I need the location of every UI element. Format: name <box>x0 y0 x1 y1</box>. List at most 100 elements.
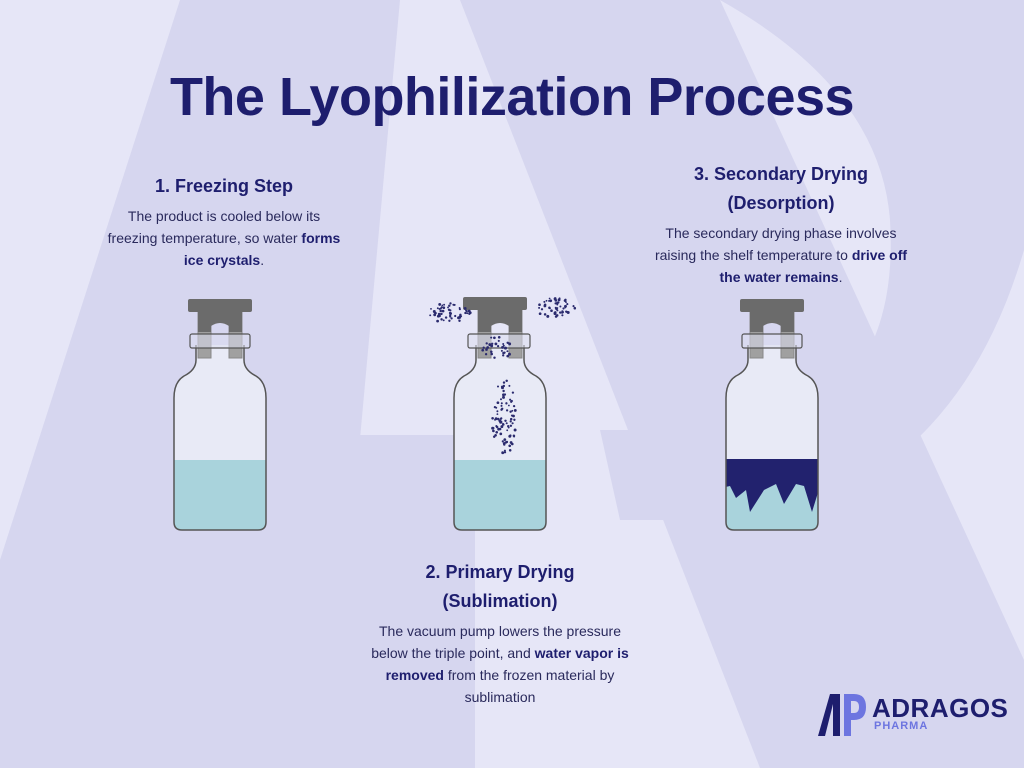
vapor-particle <box>513 428 517 432</box>
vapor-particle <box>497 339 500 342</box>
vapor-particle <box>504 346 508 350</box>
vapor-particle <box>512 415 515 418</box>
step-heading-line: 3. Secondary Drying <box>693 164 869 184</box>
vapor-particle <box>499 420 503 424</box>
vapor-particle <box>485 342 488 345</box>
vapor-particle <box>501 346 504 349</box>
vapor-particle <box>438 302 442 306</box>
step-text-bold: drive off the water remains <box>719 247 908 285</box>
vapor-particle <box>452 303 455 306</box>
vapor-particle <box>463 306 467 310</box>
vapor-particle <box>501 451 505 455</box>
vapor-particle <box>508 342 512 346</box>
vapor-particle <box>496 344 500 348</box>
vapor-particle <box>447 306 449 309</box>
vapor-particle <box>561 314 564 317</box>
step-secondary-drying: 3. Secondary Drying(Desorption) The seco… <box>652 160 910 288</box>
vapor-particle <box>507 426 510 429</box>
vapor-particle <box>484 353 488 356</box>
vapor-particle <box>502 344 505 347</box>
vapor-particle <box>500 402 503 405</box>
vapor-particle <box>505 402 508 405</box>
vapor-particle <box>460 315 463 318</box>
vapor-particle <box>494 417 498 421</box>
vapor-particle <box>490 352 493 356</box>
vapor-particle <box>481 348 485 352</box>
vapor-particle <box>439 307 442 310</box>
vapor-particle <box>493 405 497 409</box>
company-logo: ADRAGOS PHARMA <box>816 690 1009 740</box>
vapor-particle <box>458 319 461 323</box>
vapor-particle <box>503 438 507 441</box>
vapor-particle <box>504 451 507 454</box>
vapor-particle <box>448 319 451 322</box>
vapor-particle <box>496 401 500 405</box>
vapor-particle <box>496 385 500 388</box>
vapor-particle <box>511 391 515 394</box>
vapor-particle <box>443 303 446 306</box>
vapor-particle <box>494 342 498 346</box>
vapor-particle <box>556 303 559 306</box>
vapor-particle <box>436 319 439 323</box>
vial-cap <box>463 297 527 310</box>
vapor-particle <box>562 307 565 310</box>
vapor-particle <box>556 309 559 312</box>
vapor-particle <box>496 413 499 416</box>
vapor-particle <box>504 419 507 423</box>
vapor-particle <box>500 398 502 401</box>
step-primary-drying: 2. Primary Drying(Sublimation) The vacuu… <box>362 558 638 708</box>
vapor-particle <box>500 425 504 429</box>
vapor-particle <box>508 449 512 452</box>
vapor-particle <box>513 418 516 421</box>
vapor-particle <box>549 299 553 303</box>
vapor-particle <box>500 404 503 407</box>
vapor-particle <box>502 354 505 357</box>
vapor-particle <box>557 298 561 302</box>
vapor-particle <box>492 435 496 439</box>
vapor-particle <box>458 315 461 318</box>
vapor-particle <box>449 309 452 312</box>
vapor-particle <box>510 399 513 403</box>
vapor-particle <box>508 444 512 448</box>
vapor-particle <box>540 308 544 311</box>
step-description: The secondary drying phase involves rais… <box>652 222 910 288</box>
vapor-particle <box>464 311 467 315</box>
vial-icon <box>429 297 577 531</box>
vapor-particle <box>493 356 496 359</box>
vapor-particle <box>454 314 457 318</box>
vapor-particle <box>512 404 516 408</box>
step-description: The product is cooled below its freezing… <box>104 205 344 271</box>
vapor-particle <box>482 346 485 349</box>
vapor-particle <box>508 352 511 356</box>
vapor-particle <box>491 426 495 430</box>
vapor-particle <box>572 305 575 308</box>
step-heading: 3. Secondary Drying(Desorption) <box>652 160 910 218</box>
vapor-particle <box>496 410 499 413</box>
vapor-particle <box>430 307 432 310</box>
vapor-particle <box>502 393 505 397</box>
vapor-particle <box>497 417 500 421</box>
vial-icon <box>725 299 819 531</box>
vapor-particle <box>508 384 511 387</box>
vapor-particle <box>491 342 494 345</box>
vial-cap <box>188 299 252 312</box>
vapor-particle <box>448 304 451 307</box>
vapor-particle <box>543 304 547 308</box>
vapor-particle <box>546 314 550 318</box>
vapor-particle <box>550 309 553 313</box>
vapor-particle <box>436 307 439 310</box>
vapor-particle <box>500 349 503 352</box>
vapor-particle <box>509 398 512 401</box>
vapor-particle <box>548 307 551 310</box>
vapor-particle <box>538 303 541 307</box>
vapor-particle <box>499 417 503 420</box>
vapor-particle <box>439 309 442 313</box>
vapor-particle <box>554 306 557 309</box>
vapor-particle <box>513 435 516 438</box>
vapor-particle <box>573 306 577 310</box>
logo-name: ADRAGOS <box>872 693 1009 723</box>
vapor-particle <box>448 311 452 315</box>
vapor-particle <box>511 409 514 412</box>
vapor-particle <box>490 350 493 353</box>
step-text: . <box>260 252 265 268</box>
